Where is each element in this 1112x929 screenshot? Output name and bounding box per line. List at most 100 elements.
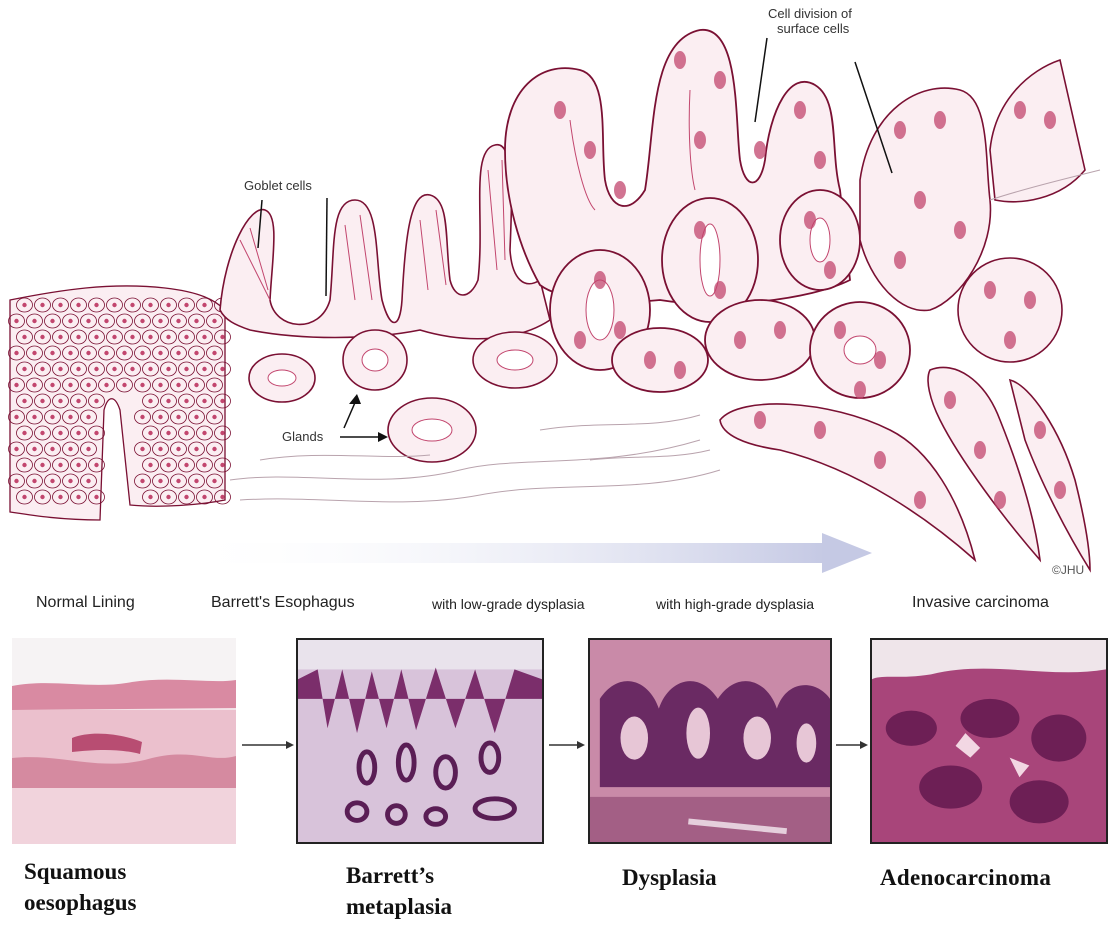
- squamous-nucleus: [14, 351, 18, 355]
- squamous-nucleus: [58, 399, 62, 403]
- squamous-nucleus: [94, 367, 98, 371]
- squamous-nucleus: [32, 351, 36, 355]
- squamous-nucleus: [68, 351, 72, 355]
- squamous-nucleus: [40, 431, 44, 435]
- squamous-nucleus: [148, 303, 152, 307]
- squamous-nucleus: [202, 495, 206, 499]
- squamous-nucleus: [184, 335, 188, 339]
- dysplastic-nucleus: [824, 261, 836, 279]
- squamous-nucleus: [14, 447, 18, 451]
- squamous-nucleus: [194, 383, 198, 387]
- dysplastic-nucleus: [954, 221, 966, 239]
- squamous-nucleus: [184, 495, 188, 499]
- squamous-nucleus: [32, 415, 36, 419]
- squamous-nucleus: [202, 463, 206, 467]
- dysplastic-nucleus: [1014, 101, 1026, 119]
- squamous-nucleus: [86, 415, 90, 419]
- squamous-nucleus: [86, 319, 90, 323]
- squamous-nucleus: [86, 351, 90, 355]
- squamous-nucleus: [158, 479, 162, 483]
- squamous-nucleus: [202, 303, 206, 307]
- squamous-nucleus: [32, 319, 36, 323]
- squamous-nucleus: [140, 319, 144, 323]
- squamous-nucleus: [220, 335, 224, 339]
- squamous-nucleus: [22, 495, 26, 499]
- dysplastic-nucleus: [984, 281, 996, 299]
- dysplastic-nucleus: [754, 411, 766, 429]
- squamous-nucleus: [58, 463, 62, 467]
- squamous-nucleus: [86, 479, 90, 483]
- dysplastic-nucleus: [1034, 421, 1046, 439]
- squamous-nucleus: [158, 415, 162, 419]
- squamous-nucleus: [40, 463, 44, 467]
- squamous-nucleus: [166, 495, 170, 499]
- squamous-nucleus: [158, 351, 162, 355]
- squamous-nucleus: [220, 367, 224, 371]
- squamous-nucleus: [50, 351, 54, 355]
- squamous-nucleus: [158, 447, 162, 451]
- stage-high-grade-dysplasia: with high-grade dysplasia: [656, 596, 814, 612]
- squamous-nucleus: [220, 399, 224, 403]
- dysplastic-nucleus: [914, 491, 926, 509]
- micrograph-squamous: [12, 638, 236, 844]
- squamous-nucleus: [22, 431, 26, 435]
- squamous-nucleus: [176, 351, 180, 355]
- squamous-nucleus: [148, 431, 152, 435]
- squamous-nucleus: [14, 415, 18, 419]
- squamous-nucleus: [166, 367, 170, 371]
- squamous-nucleus: [176, 319, 180, 323]
- dysplastic-nucleus: [754, 141, 766, 159]
- squamous-nucleus: [94, 495, 98, 499]
- squamous-nucleus: [184, 303, 188, 307]
- squamous-nucleus: [176, 479, 180, 483]
- cell-division-leader-1: [755, 38, 767, 122]
- micrograph-adenocarcinoma: [870, 638, 1108, 844]
- dysplastic-nucleus: [554, 101, 566, 119]
- cell-division-label-2: surface cells: [777, 21, 849, 36]
- squamous-nucleus: [220, 495, 224, 499]
- progression-arrow: [175, 533, 872, 573]
- squamous-nucleus: [140, 447, 144, 451]
- tissue-progression-illustration: [0, 0, 1112, 580]
- squamous-nucleus: [68, 383, 72, 387]
- dysplastic-nucleus: [914, 191, 926, 209]
- squamous-nucleus: [140, 351, 144, 355]
- dysplastic-nucleus: [814, 421, 826, 439]
- squamous-nucleus: [166, 463, 170, 467]
- dysplastic-nucleus: [894, 121, 906, 139]
- dysplastic-nucleus: [1004, 331, 1016, 349]
- annotation-arrowheads: [349, 394, 388, 442]
- arrow-1-icon: [240, 735, 296, 755]
- squamous-nucleus: [176, 415, 180, 419]
- stage-normal-lining: Normal Lining: [36, 594, 135, 612]
- squamous-nucleus: [140, 383, 144, 387]
- squamous-nucleus: [194, 415, 198, 419]
- squamous-nucleus: [148, 495, 152, 499]
- squamous-nucleus: [184, 367, 188, 371]
- arrow-2-icon: [547, 735, 587, 755]
- dysplastic-nucleus: [774, 321, 786, 339]
- squamous-nucleus: [212, 319, 216, 323]
- dysplastic-nucleus: [734, 331, 746, 349]
- barretts-crypts: [220, 145, 550, 339]
- squamous-nucleus: [22, 303, 26, 307]
- squamous-nucleus: [68, 479, 72, 483]
- squamous-nucleus: [76, 367, 80, 371]
- squamous-nucleus: [122, 351, 126, 355]
- squamous-nucleus: [40, 367, 44, 371]
- goblet-leader-2: [326, 198, 327, 296]
- squamous-nucleus: [94, 463, 98, 467]
- squamous-nucleus: [50, 319, 54, 323]
- dysplastic-nucleus: [794, 101, 806, 119]
- squamous-nucleus: [220, 463, 224, 467]
- squamous-nucleus: [50, 383, 54, 387]
- squamous-nucleus: [194, 447, 198, 451]
- squamous-nucleus: [212, 447, 216, 451]
- squamous-nucleus: [86, 383, 90, 387]
- copyright-credit: ©JHU: [1052, 563, 1084, 578]
- squamous-nucleus: [50, 479, 54, 483]
- squamous-nucleus: [176, 383, 180, 387]
- dysplastic-nucleus: [1024, 291, 1036, 309]
- squamous-nucleus: [166, 399, 170, 403]
- squamous-nucleus: [202, 367, 206, 371]
